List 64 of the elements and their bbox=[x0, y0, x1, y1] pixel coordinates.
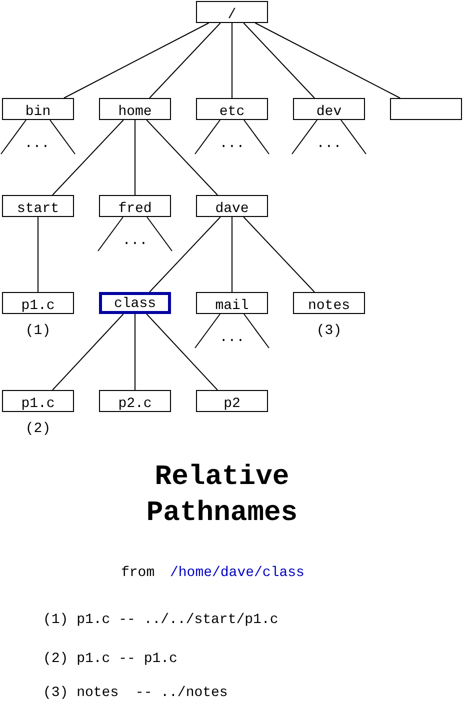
ellipsis: ... bbox=[121, 233, 149, 249]
tree-line bbox=[146, 120, 218, 196]
path-link: /home/dave/class bbox=[170, 565, 304, 581]
tree-line bbox=[254, 22, 400, 98]
branch-stub-line bbox=[194, 314, 220, 348]
directory-box bbox=[293, 98, 365, 120]
directory-name: etc bbox=[218, 104, 246, 120]
reference-number: (2) bbox=[24, 421, 52, 437]
tree-line bbox=[64, 22, 210, 98]
directory-box bbox=[99, 195, 171, 217]
ellipsis: ... bbox=[218, 330, 246, 346]
title: Relative Pathnames bbox=[145, 461, 299, 531]
directory-name: p2.c bbox=[117, 396, 153, 412]
tree-line bbox=[243, 216, 315, 292]
tree-line bbox=[146, 314, 218, 390]
pathname-example: (2) p1.c -- p1.c bbox=[43, 651, 178, 667]
directory-name: dev bbox=[315, 104, 343, 120]
directory-name: mail bbox=[214, 298, 250, 314]
directory-name: home bbox=[117, 104, 153, 120]
directory-name: p1.c bbox=[20, 396, 56, 412]
pathname-example: (1) p1.c -- ../../start/p1.c bbox=[43, 612, 278, 628]
directory-name: p2 bbox=[222, 396, 242, 412]
directory-name: bin bbox=[24, 104, 52, 120]
reference-number: (3) bbox=[315, 323, 343, 339]
directory-name: notes bbox=[306, 298, 351, 314]
reference-number: (1) bbox=[24, 323, 52, 339]
tree-line bbox=[52, 120, 124, 196]
directory-box bbox=[196, 98, 268, 120]
tree-line bbox=[134, 120, 136, 196]
ellipsis: ... bbox=[315, 136, 343, 152]
branch-stub-line bbox=[50, 120, 76, 154]
directory-name: fred bbox=[117, 201, 153, 217]
tree-line bbox=[149, 22, 221, 98]
ellipsis: ... bbox=[218, 136, 246, 152]
branch-stub-line bbox=[98, 216, 124, 252]
directory-box bbox=[196, 195, 268, 217]
ellipsis: ... bbox=[23, 136, 51, 152]
branch-stub-line bbox=[292, 120, 318, 154]
directory-box bbox=[196, 390, 268, 412]
directory-name: class bbox=[112, 296, 157, 312]
directory-name: p1.c bbox=[20, 298, 56, 314]
branch-stub-line bbox=[244, 120, 270, 154]
directory-box bbox=[196, 1, 268, 23]
pathname-example: (3) notes -- ../notes bbox=[43, 685, 228, 701]
directory-box bbox=[99, 98, 171, 120]
tree-line bbox=[52, 314, 124, 390]
tree-line bbox=[134, 314, 136, 390]
directory-box bbox=[2, 98, 74, 120]
from-text: from bbox=[121, 565, 155, 581]
selected-directory-box bbox=[99, 292, 171, 314]
directory-box bbox=[196, 292, 268, 314]
directory-box bbox=[2, 195, 74, 217]
tree-line bbox=[149, 216, 221, 292]
tree-line bbox=[243, 22, 315, 98]
branch-stub-line bbox=[194, 120, 220, 154]
branch-stub-line bbox=[340, 120, 366, 154]
directory-name: / bbox=[226, 7, 238, 23]
branch-stub-line bbox=[0, 120, 26, 154]
branch-stub-line bbox=[244, 314, 270, 348]
directory-box bbox=[99, 390, 171, 412]
empty-box bbox=[390, 98, 462, 120]
directory-name: start bbox=[16, 201, 60, 217]
branch-stub-line bbox=[146, 216, 172, 252]
directory-name: dave bbox=[214, 201, 250, 217]
